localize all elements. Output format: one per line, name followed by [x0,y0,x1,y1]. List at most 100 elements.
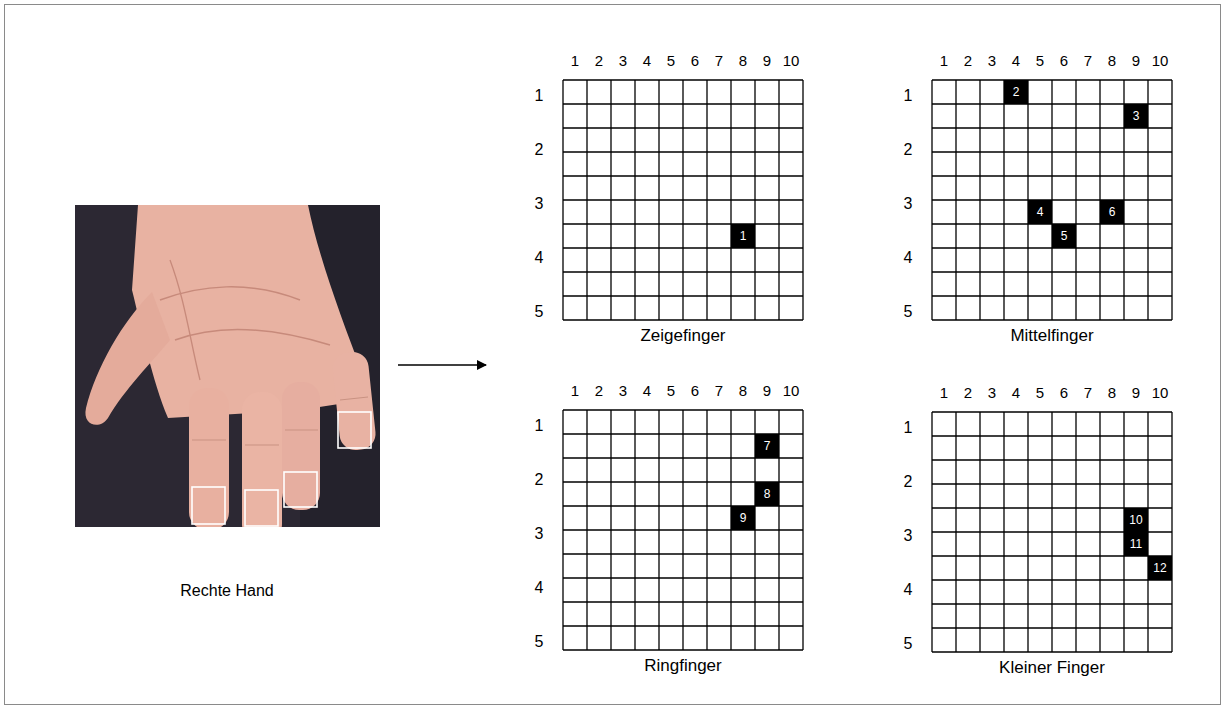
column-number: 7 [715,383,723,398]
grid-line [563,409,803,410]
cell-number: 7 [764,440,771,453]
grid-line [932,411,1172,412]
row-number: 1 [535,418,544,434]
grid-line [932,603,1172,604]
cell-number: 9 [740,512,747,525]
cell-number: 10 [1129,514,1142,527]
cell-number: 11 [1130,538,1142,551]
grid-line [932,651,1172,652]
grid-line [932,579,1172,580]
little-finger [331,350,377,451]
column-number: 1 [940,53,948,68]
column-number: 3 [988,53,996,68]
cell-number: 1 [740,230,747,243]
grid-line [563,79,803,80]
palm-line [175,329,330,345]
grid-line [563,319,803,320]
column-number: 4 [643,383,651,398]
column-number: 3 [988,385,996,400]
grid-line [563,103,803,104]
row-number: 2 [904,474,913,490]
column-number: 6 [1060,53,1068,68]
finger-grid: 101112Kleiner Finger [932,412,1172,652]
grid-line [563,127,803,128]
photo-caption: Rechte Hand [180,583,273,599]
ring-finger [282,382,320,510]
grid-line [563,625,803,626]
grid-line [932,319,1172,320]
column-number: 10 [1152,385,1169,400]
grid-line [932,271,1172,272]
row-number: 3 [535,196,544,212]
cell-number: 8 [764,488,771,501]
column-number: 8 [1108,385,1116,400]
index-finger [189,388,229,527]
row-number: 1 [535,88,544,104]
grid-line [932,627,1172,628]
row-number: 5 [535,304,544,320]
column-number: 2 [595,383,603,398]
column-number: 4 [643,53,651,68]
column-number: 9 [1132,385,1140,400]
grid-line [932,151,1172,152]
marked-cell: 12 [1148,556,1172,580]
marked-cell: 4 [1028,200,1052,224]
column-number: 7 [715,53,723,68]
row-number: 5 [904,636,913,652]
column-number: 7 [1084,385,1092,400]
column-number: 6 [691,53,699,68]
cell-number: 2 [1013,86,1020,99]
row-number: 3 [904,196,913,212]
finger-grid: 23456Mittelfinger [932,80,1172,320]
column-number: 2 [964,385,972,400]
row-number: 3 [535,526,544,542]
grid-line [563,223,803,224]
marked-cell: 1 [731,224,755,248]
grid-title: Mittelfinger [892,326,1212,346]
hand-photo [75,205,380,527]
grid-line [932,79,1172,80]
grid-line [563,271,803,272]
grid-lines [562,79,804,321]
column-number: 3 [619,53,627,68]
grid-line [563,529,803,530]
column-number: 5 [667,383,675,398]
column-number: 5 [667,53,675,68]
column-number: 9 [1132,53,1140,68]
grid-line [563,649,803,650]
row-number: 2 [535,472,544,488]
grid-line [932,483,1172,484]
grid-line [932,435,1172,436]
marked-area [338,412,371,448]
thumb [85,292,170,425]
row-number: 5 [904,304,913,320]
row-number: 4 [535,580,544,596]
column-number: 1 [571,53,579,68]
column-number: 8 [1108,53,1116,68]
marked-cell: 7 [755,434,779,458]
middle-finger [242,392,282,527]
marked-cell: 9 [731,506,755,530]
marked-cell: 6 [1100,200,1124,224]
grid-title: Ringfinger [523,656,843,676]
column-number: 4 [1012,53,1020,68]
grid-line [563,601,803,602]
column-number: 2 [964,53,972,68]
grid-line [563,175,803,176]
column-number: 4 [1012,385,1020,400]
grid-line [932,459,1172,460]
cell-number: 6 [1109,206,1116,219]
palm [132,205,362,418]
grid-title: Kleiner Finger [892,658,1212,678]
column-number: 6 [1060,385,1068,400]
column-number: 5 [1036,385,1044,400]
grid-line [563,295,803,296]
row-number: 4 [535,250,544,266]
marked-area [245,490,278,526]
row-number: 4 [904,250,913,266]
column-number: 5 [1036,53,1044,68]
marked-area [192,487,225,524]
grid-title: Zeigefinger [523,326,843,346]
